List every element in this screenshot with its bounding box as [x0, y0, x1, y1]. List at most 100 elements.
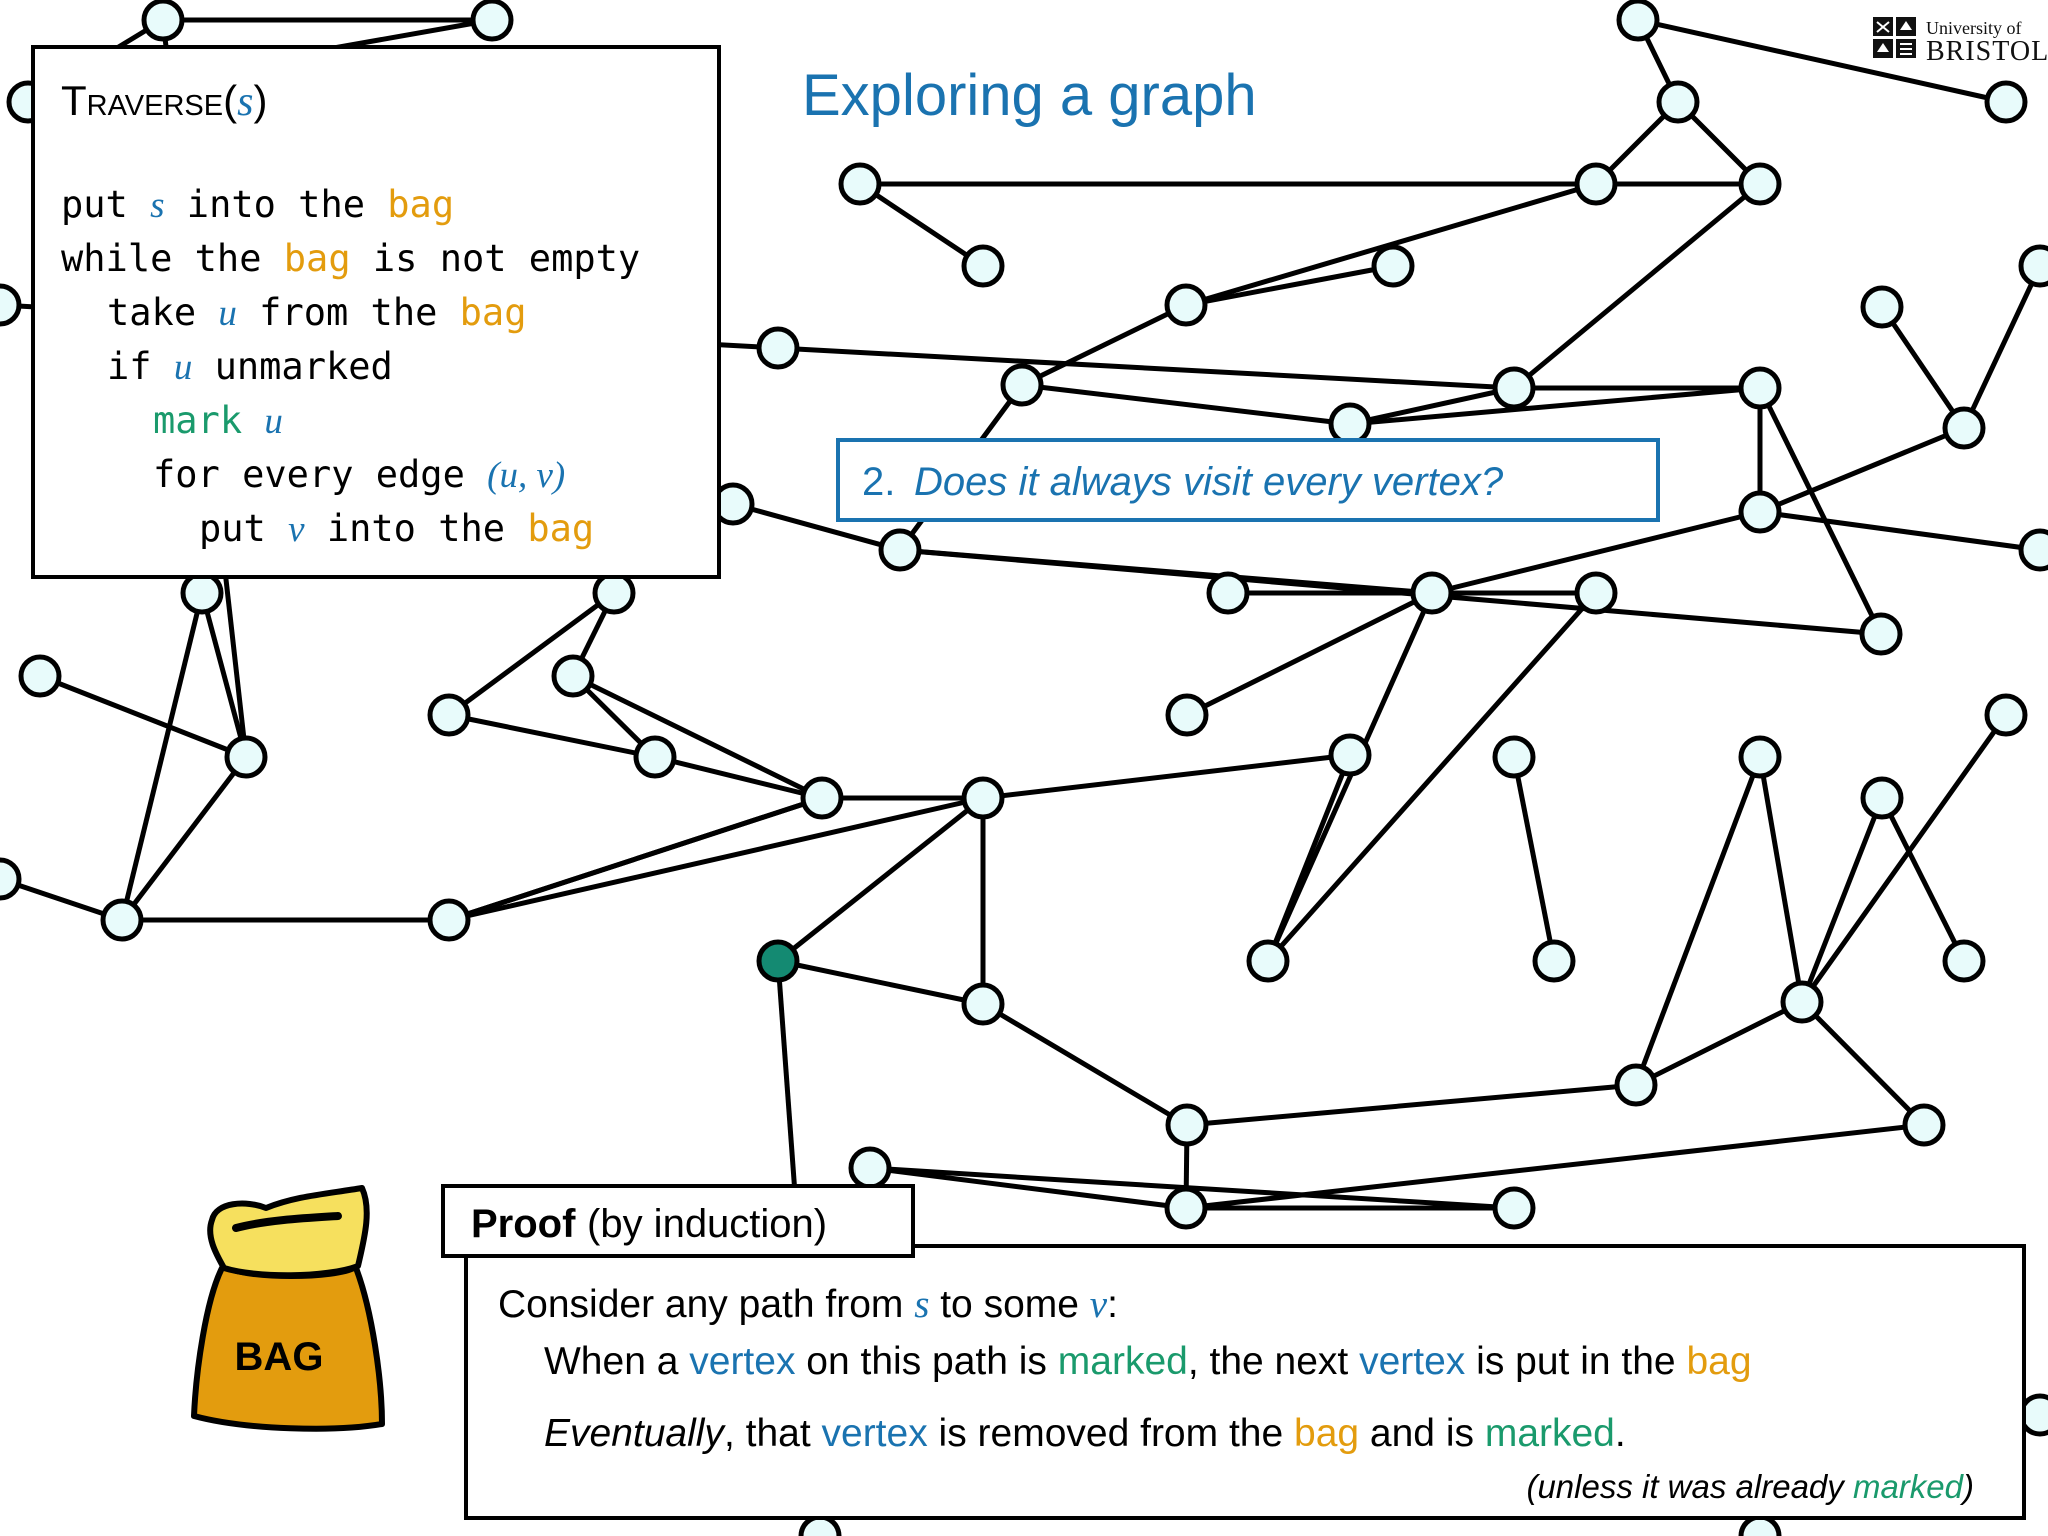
math-variable: v	[1089, 1283, 1108, 1326]
graph-edge	[982, 752, 1351, 801]
graph-edge	[1185, 590, 1434, 718]
proof-line-3: Eventually, that vertex is removed from …	[544, 1412, 1626, 1456]
text-run: take	[107, 291, 219, 334]
text-run: into the	[304, 507, 528, 550]
graph-edge	[1800, 1000, 1926, 1127]
graph-edge	[448, 712, 656, 760]
graph-edge	[1759, 509, 2041, 553]
question-number: 2.	[862, 460, 896, 504]
code-line: if u unmarked	[107, 345, 393, 390]
graph-vertex	[592, 571, 636, 615]
bag-label: BAG	[235, 1335, 324, 1379]
text-run: Consider any path from	[498, 1283, 915, 1326]
question-box: 2. Does it always visit every vertex?	[836, 438, 1660, 522]
graph-vertex	[1164, 283, 1208, 327]
math-variable: u	[218, 293, 237, 334]
graph-vertex	[1371, 244, 1415, 288]
graph-edge	[1637, 17, 2007, 105]
code-line: take u from the bag	[107, 291, 526, 336]
bag-term: bag	[527, 507, 595, 550]
algorithm-box: Traverse(s) put s into the bag while the …	[31, 45, 721, 579]
math-variable: u	[264, 401, 283, 442]
graph-vertex	[961, 244, 1005, 288]
graph-edge	[899, 547, 1882, 637]
question-text: Does it always visit every vertex?	[914, 460, 1504, 504]
graph-edge	[1021, 382, 1351, 427]
graph-vertex	[878, 528, 922, 572]
graph-edge	[1512, 182, 1762, 390]
math-variable: v	[288, 509, 305, 550]
graph-vertex	[551, 654, 595, 698]
graph-edge	[1266, 591, 1598, 963]
graph-vertex	[1410, 571, 1454, 615]
text-run: )	[1963, 1468, 1974, 1505]
graph-edge	[1511, 756, 1557, 962]
bag-icon: BAG	[191, 1185, 385, 1432]
math-variable: s	[914, 1283, 930, 1326]
start-vertex	[756, 939, 800, 983]
text-run: if	[107, 345, 174, 388]
code-line: while the bag is not empty	[61, 237, 640, 281]
graph-edge	[1185, 181, 1597, 308]
graph-vertex	[848, 1146, 892, 1190]
graph-vertex	[1860, 285, 1904, 329]
graph-vertex	[1492, 366, 1536, 410]
graph-edge	[1349, 385, 1515, 427]
text-run: is put in the	[1465, 1340, 1687, 1383]
text-run: , the next	[1187, 1340, 1360, 1383]
math-variable: u	[173, 347, 193, 388]
text-run: into the	[164, 183, 388, 226]
text-run: to some	[929, 1283, 1090, 1326]
graph-vertex	[1984, 80, 2028, 124]
text-run: :	[1107, 1283, 1118, 1326]
algorithm-param: s	[237, 79, 254, 125]
graph-vertex	[1942, 406, 1986, 450]
text-run: while the	[61, 237, 284, 280]
graph-vertex	[427, 693, 471, 737]
logo-line-2: BRISTOL	[1926, 36, 2048, 67]
graph-vertex	[180, 571, 224, 615]
graph-edge	[1757, 756, 1805, 1003]
graph-edge	[120, 755, 248, 922]
graph-edge	[199, 592, 249, 758]
text-run: .	[1614, 1412, 1626, 1455]
university-logo: University of BRISTOL	[1872, 14, 2048, 67]
proof-box: Consider any path from s to some v: When…	[464, 1244, 2026, 1520]
graph-edge	[1349, 385, 1761, 427]
graph-vertex	[1859, 612, 1903, 656]
graph-edge	[448, 795, 984, 923]
marked-term: marked	[1852, 1468, 1963, 1505]
graph-vertex	[1738, 735, 1782, 779]
text-run: put	[61, 183, 151, 226]
text-run: , that	[723, 1412, 822, 1455]
graph-edge	[1020, 302, 1188, 388]
graph-vertex	[1532, 939, 1576, 983]
math-variable: (u, v)	[487, 455, 566, 496]
marked-term: marked	[1484, 1412, 1615, 1455]
graph-edge	[571, 673, 824, 801]
graph-vertex	[18, 654, 62, 698]
graph-vertex	[1860, 776, 1904, 820]
code-line: for every edge (u, v)	[153, 453, 565, 498]
marked-term: marked	[1057, 1340, 1188, 1383]
proof-heading: Proof (by induction)	[441, 1184, 915, 1258]
bag-term: bag	[459, 291, 527, 334]
algorithm-title: Traverse(s)	[61, 77, 268, 125]
graph-vertex	[1614, 1063, 1658, 1107]
text-run: is removed from the	[927, 1412, 1294, 1455]
slide-title: Exploring a graph	[802, 63, 1257, 128]
graph-edge	[1799, 797, 1885, 1003]
graph-vertex	[1328, 733, 1372, 777]
graph-edge	[1759, 425, 1965, 515]
graph-vertex	[1574, 162, 1618, 206]
graph-edge	[119, 592, 205, 921]
graph-edge	[1879, 796, 1967, 963]
vertex-term: vertex	[821, 1412, 928, 1455]
graph-edge	[777, 345, 1515, 391]
graph-edge	[777, 958, 984, 1007]
graph-vertex	[838, 162, 882, 206]
logo-line-1: University of	[1926, 18, 2022, 38]
text-run: and is	[1359, 1412, 1485, 1455]
graph-edge	[1879, 305, 1967, 430]
graph-vertex	[1902, 1103, 1946, 1147]
